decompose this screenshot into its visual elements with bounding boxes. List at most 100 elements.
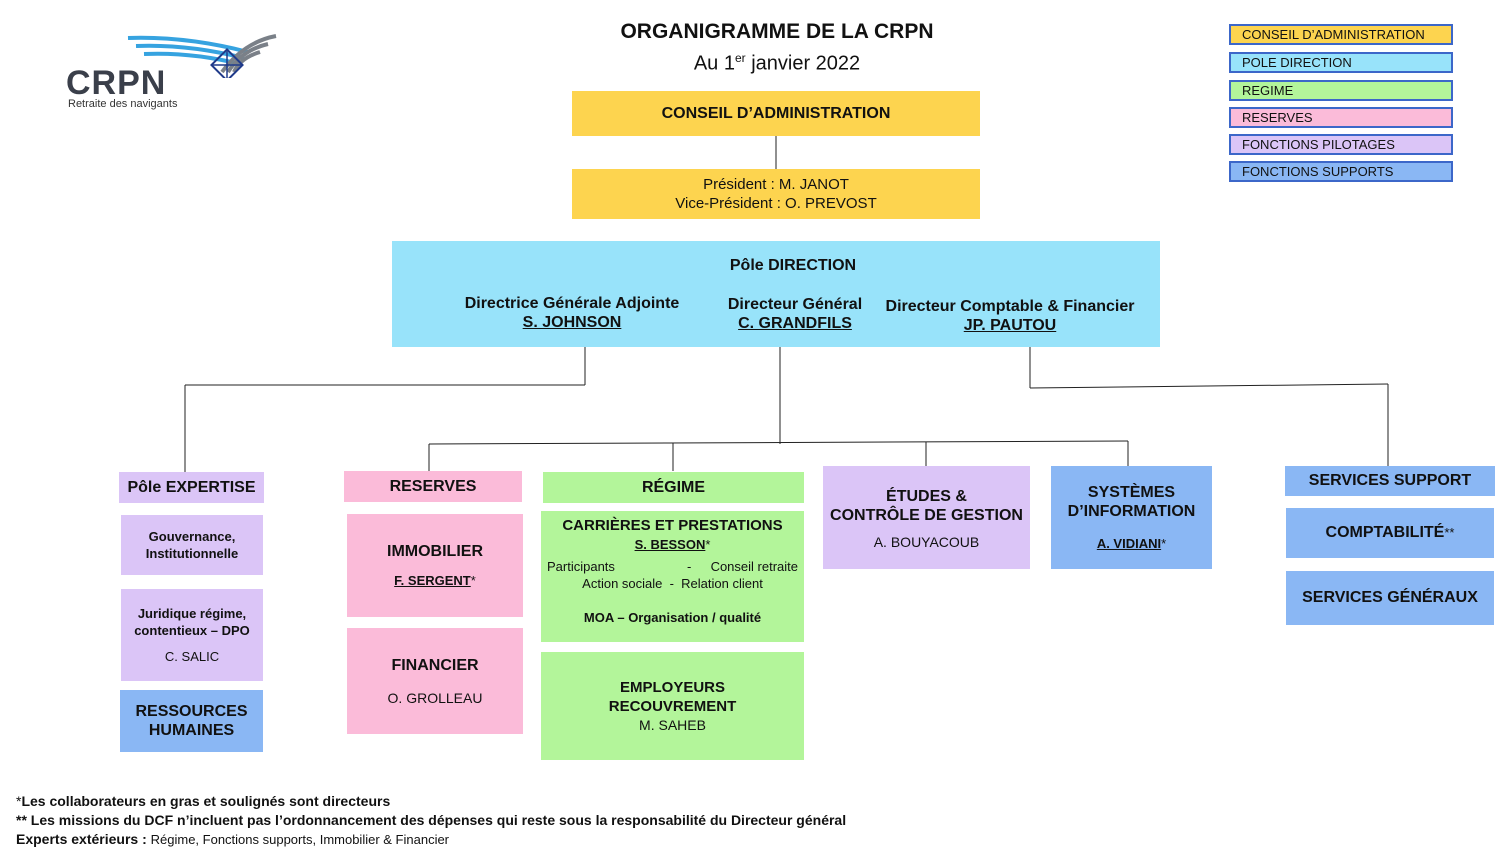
footnote-1-mark: * (16, 793, 22, 809)
footnote-3: Experts extérieurs : Régime, Fonctions s… (16, 830, 846, 849)
footnote-3-label: Experts extérieurs : (16, 831, 151, 847)
legend-item-reserves: RESERVES (1229, 107, 1453, 128)
page-date: Au 1er janvier 2022 (560, 44, 994, 78)
dg-name: C. GRANDFILS (738, 315, 852, 332)
comptabilite-mark: ** (1444, 525, 1455, 540)
action-relation: Action sociale - Relation client (582, 576, 763, 591)
immobilier-box: IMMOBILIER F. SERGENT* (347, 514, 523, 617)
conseil-members-box: Président : M. JANOT Vice-Président : O.… (572, 169, 980, 219)
employeurs-line2: RECOUVREMENT (608, 697, 737, 715)
carrieres-mark: * (705, 537, 711, 552)
si-person-line: A. VIDIANI* (1051, 536, 1212, 551)
direction-title: Pôle DIRECTION (729, 257, 857, 274)
carrieres-person: S. BESSON (634, 537, 706, 552)
generaux-title: SERVICES GÉNÉRAUX (1302, 589, 1478, 606)
juridique-line2: contentieux – DPO (134, 623, 250, 638)
dcf-role: Directeur Comptable & Financier (885, 298, 1135, 315)
comptabilite-title: COMPTABILITÉ (1325, 524, 1445, 541)
dg-role: Directeur Général (727, 296, 863, 313)
carrieres-title: CARRIÈRES ET PRESTATIONS (562, 517, 783, 534)
financier-person: O. GROLLEAU (387, 689, 483, 706)
etudes-title: ÉTUDES & CONTRÔLE DE GESTION (823, 487, 1030, 525)
conseil-title: CONSEIL D’ADMINISTRATION (661, 104, 891, 122)
si-person: A. VIDIANI (1096, 536, 1162, 551)
footnote-3-text: Régime, Fonctions supports, Immobilier &… (150, 832, 450, 847)
immobilier-person: F. SERGENT (394, 573, 471, 588)
conseil-retraite: Conseil retraite (710, 559, 798, 574)
wings-icon (127, 34, 277, 78)
comptabilite-line: COMPTABILITÉ** (1326, 524, 1455, 542)
carrieres-box: CARRIÈRES ET PRESTATIONS S. BESSON* Part… (541, 511, 804, 642)
dcf-name: JP. PAUTOU (963, 317, 1057, 334)
si-title-line1: SYSTÈMES (1087, 484, 1176, 501)
si-title-line2: D’INFORMATION (1067, 503, 1196, 520)
dga-block: Directrice Générale Adjointe S. JOHNSON (442, 294, 702, 332)
carrieres-person-line: S. BESSON* (541, 537, 804, 552)
si-box: SYSTÈMES D’INFORMATION A. VIDIANI* (1051, 466, 1212, 569)
page-header: ORGANIGRAMME DE LA CRPN Au 1er janvier 2… (560, 20, 994, 78)
direction-box: Pôle DIRECTION Directrice Générale Adjoi… (392, 241, 1160, 347)
generaux-box: SERVICES GÉNÉRAUX (1286, 571, 1494, 625)
si-mark: * (1161, 536, 1167, 551)
gouvernance-box: Gouvernance, Institutionnelle (121, 515, 263, 575)
dga-role: Directrice Générale Adjointe (464, 295, 680, 312)
logo-tagline: Retraite des navigants (68, 98, 178, 110)
crpn-logo: CRPN Retraite des navigants (60, 30, 280, 112)
legend-item-conseil: CONSEIL D’ADMINISTRATION (1229, 24, 1453, 45)
footnote-2: ** Les missions du DCF n’incluent pas l’… (16, 812, 847, 828)
support-title: SERVICES SUPPORT (1308, 472, 1472, 489)
juridique-person: C. SALIC (164, 649, 220, 664)
footnotes: *Les collaborateurs en gras et soulignés… (16, 792, 846, 849)
page-title: ORGANIGRAMME DE LA CRPN (620, 20, 934, 43)
immobilier-mark: * (470, 573, 476, 588)
immobilier-title: IMMOBILIER (387, 543, 483, 560)
president: Président : M. JANOT (703, 176, 849, 193)
etudes-title-line1: ÉTUDES & (886, 488, 967, 505)
rh-box: RESSOURCES HUMAINES (120, 690, 263, 752)
conseil-box: CONSEIL D’ADMINISTRATION (572, 91, 980, 136)
reserves-title: RESERVES (389, 477, 477, 495)
date-sup: er (734, 51, 746, 65)
legend-item-supports: FONCTIONS SUPPORTS (1229, 161, 1453, 182)
gouvernance-line1: Gouvernance, (148, 529, 236, 544)
participants-dash: - (687, 559, 692, 574)
etudes-person: A. BOUYACOUB (873, 534, 980, 550)
dga-name: S. JOHNSON (522, 314, 622, 331)
etudes-title-line2: CONTRÔLE DE GESTION (830, 507, 1023, 524)
regime-title: RÉGIME (641, 478, 706, 496)
legend-item-direction: POLE DIRECTION (1229, 52, 1453, 73)
juridique-line1: Juridique régime, (137, 606, 247, 621)
rh-line2: HUMAINES (148, 722, 235, 739)
juridique-box: Juridique régime, contentieux – DPO C. S… (121, 589, 263, 681)
regime-header: RÉGIME (543, 472, 804, 503)
gouvernance-line2: Institutionnelle (145, 546, 239, 561)
moa: MOA – Organisation / qualité (583, 610, 762, 625)
reserves-header: RESERVES (344, 471, 522, 502)
expertise-title: Pôle EXPERTISE (127, 478, 256, 496)
date-prefix: Au 1 (693, 52, 735, 75)
comptabilite-box: COMPTABILITÉ** (1286, 508, 1494, 558)
participants: Participants (547, 559, 615, 574)
date-suffix: janvier 2022 (745, 52, 861, 75)
footnote-1: *Les collaborateurs en gras et soulignés… (16, 792, 846, 811)
dg-block: Directeur Général C. GRANDFILS (710, 295, 880, 333)
connector (428, 440, 1129, 445)
etudes-box: ÉTUDES & CONTRÔLE DE GESTION A. BOUYACOU… (823, 466, 1030, 569)
employeurs-box: EMPLOYEURS RECOUVREMENT M. SAHEB (541, 652, 804, 760)
legend-item-pilotages: FONCTIONS PILOTAGES (1229, 134, 1453, 155)
financier-title: FINANCIER (391, 656, 479, 674)
rh-line1: RESSOURCES (135, 703, 248, 720)
support-header: SERVICES SUPPORT (1285, 466, 1495, 496)
connector (1029, 383, 1389, 389)
expertise-header: Pôle EXPERTISE (119, 472, 264, 503)
legend-item-regime: REGIME (1229, 80, 1453, 101)
footnote-1-text: Les collaborateurs en gras et soulignés … (21, 793, 391, 809)
financier-box: FINANCIER O. GROLLEAU (347, 628, 523, 734)
employeurs-person: M. SAHEB (639, 716, 706, 733)
dcf-block: Directeur Comptable & Financier JP. PAUT… (880, 297, 1140, 335)
employeurs-line1: EMPLOYEURS (619, 678, 725, 696)
logo-name: CRPN (66, 64, 167, 102)
immobilier-person-line: F. SERGENT* (394, 573, 476, 588)
vice-president: Vice-Président : O. PREVOST (675, 195, 877, 212)
